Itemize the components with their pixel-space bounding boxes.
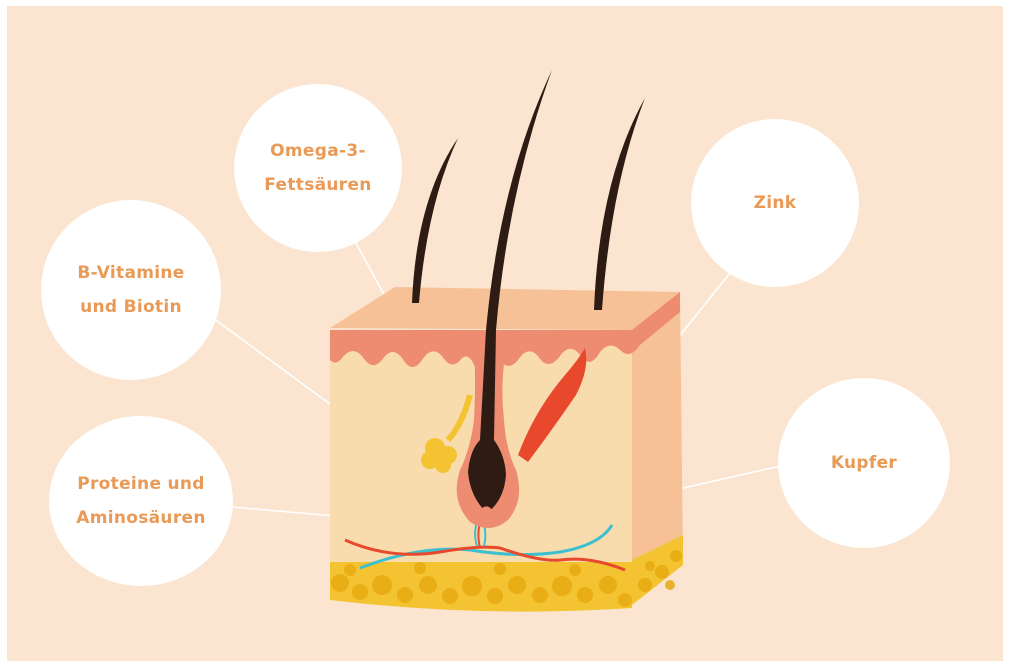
right-hair (594, 98, 645, 310)
skin-top-face (330, 287, 680, 330)
bubble-copper: Kupfer (778, 378, 950, 548)
label-copper: Kupfer (831, 446, 897, 480)
bubble-b-vitamins: B-Vitamine und Biotin (41, 200, 221, 380)
label-b-vitamins: B-Vitamine und Biotin (77, 256, 184, 324)
bubble-omega-3: Omega-3- Fettsäuren (234, 84, 402, 252)
diagram-canvas: Omega-3- Fettsäuren B-Vitamine und Bioti… (7, 6, 1003, 661)
left-hair (412, 138, 458, 303)
bubble-zinc: Zink (691, 119, 859, 287)
label-zinc: Zink (754, 186, 797, 220)
label-omega-3: Omega-3- Fettsäuren (264, 134, 371, 202)
bubble-proteins: Proteine und Aminosäuren (49, 416, 233, 586)
label-proteins: Proteine und Aminosäuren (76, 467, 206, 535)
